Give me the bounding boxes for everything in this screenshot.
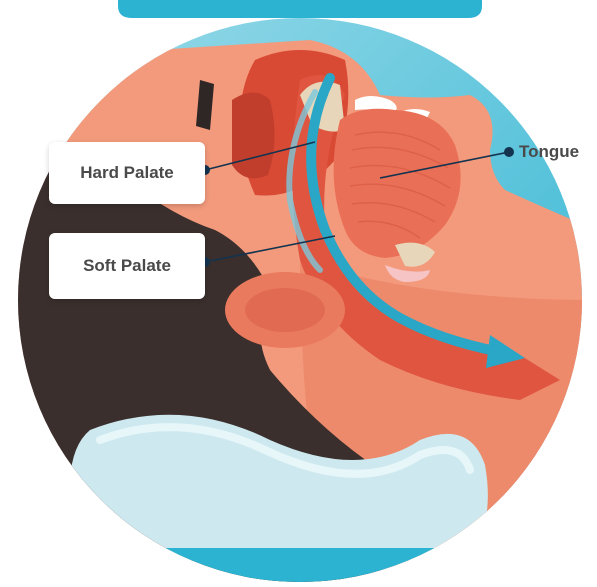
nasal-turbinate [232,93,275,179]
soft-palate-label-box: Soft Palate [49,233,205,299]
pointer-dot-icon [504,147,514,157]
tongue-label: Tongue [519,142,579,162]
top-teal-tab [118,0,482,18]
hard-palate-label: Hard Palate [80,163,174,183]
hard-palate-label-box: Hard Palate [49,142,205,204]
bottom-band [0,548,597,582]
soft-palate-label: Soft Palate [83,256,171,276]
ear-inner [245,288,325,332]
